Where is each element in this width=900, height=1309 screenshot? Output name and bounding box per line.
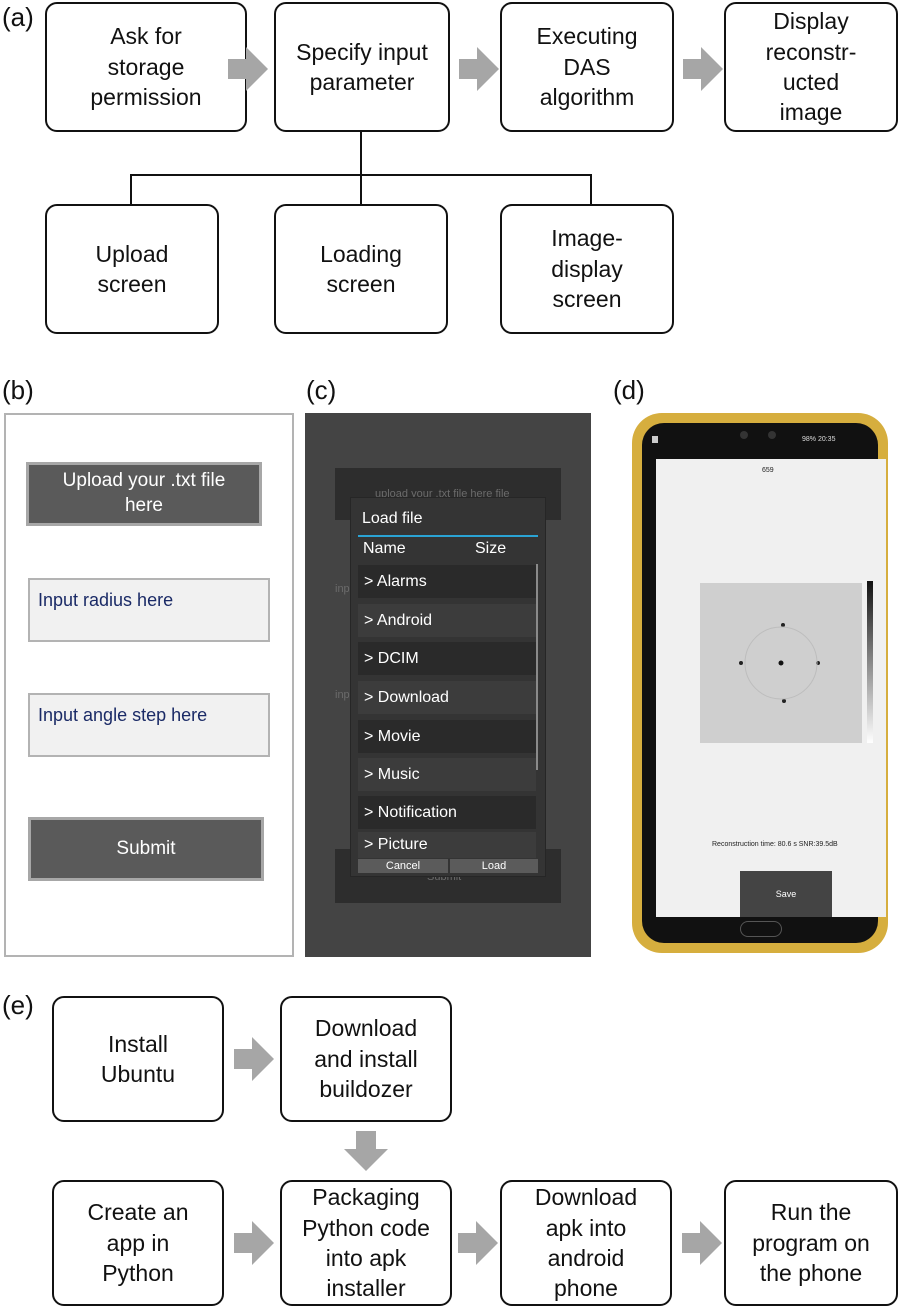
- flow-box-upload-screen: Upload screen: [45, 204, 219, 334]
- flow-box-text: Loading screen: [320, 240, 402, 297]
- panel-d-label: (d): [613, 375, 645, 405]
- phone-photo: 98% 20:35 659 Reconstruction time: 80.6 …: [632, 413, 888, 953]
- flow-box-download-apk: Download apk into android phone: [500, 1180, 672, 1306]
- flow-box-display-image: Display reconstr- ucted image: [724, 2, 898, 132]
- flow-box-text: Download and install buildozer: [314, 1015, 418, 1103]
- load-file-dialog: Load file Name Size > Alarms > Android >…: [350, 497, 546, 877]
- flow-box-image-display-screen: Image- display screen: [500, 204, 674, 334]
- folder-item-movie[interactable]: > Movie: [358, 720, 536, 753]
- home-button-icon: [740, 921, 782, 937]
- upload-file-button[interactable]: Upload your .txt file here: [26, 462, 262, 526]
- cancel-button[interactable]: Cancel: [358, 859, 448, 873]
- colorbar: [867, 581, 873, 743]
- save-button[interactable]: Save: [740, 871, 832, 917]
- flow-box-text: Upload screen: [95, 240, 169, 297]
- flow-box-loading-screen: Loading screen: [274, 204, 448, 334]
- background-input-text: inp: [335, 689, 350, 701]
- status-bar: 98% 20:35: [802, 436, 836, 443]
- angle-step-input[interactable]: Input angle step here: [28, 693, 270, 757]
- right-arrow-icon: [234, 1037, 274, 1081]
- right-arrow-icon: [682, 1221, 722, 1265]
- panel-c-label: (c): [306, 375, 337, 405]
- radius-input[interactable]: Input radius here: [28, 578, 270, 642]
- right-arrow-icon: [458, 1221, 498, 1265]
- flow-box-text: Download apk into android phone: [534, 1184, 638, 1302]
- flow-box-text: Image- display screen: [551, 225, 623, 313]
- submit-button[interactable]: Submit: [28, 817, 264, 881]
- image-title: 659: [762, 467, 774, 474]
- camera-icon: [740, 431, 748, 439]
- column-header-name: Name: [363, 540, 406, 557]
- flow-box-text: Run the program on the phone: [752, 1199, 870, 1287]
- right-arrow-icon: [228, 47, 268, 91]
- reconstruction-points: [739, 623, 820, 703]
- panel-b-label: (b): [2, 375, 34, 405]
- flow-box-install-buildozer: Download and install buildozer: [280, 996, 452, 1122]
- right-arrow-icon: [459, 47, 499, 91]
- flow-box-text: Create an app in Python: [87, 1199, 189, 1287]
- dialog-title: Load file: [362, 510, 423, 527]
- phone-screen: 659 Reconstruction time: 80.6 s SNR:39.5…: [656, 459, 886, 917]
- flow-box-executing-das: Executing DAS algorithm: [500, 2, 674, 132]
- connector-line: [130, 174, 132, 204]
- flow-box-create-app: Create an app in Python: [52, 1180, 224, 1306]
- folder-item-alarms[interactable]: > Alarms: [358, 565, 536, 598]
- flow-box-storage-permission: Ask for storage permission: [45, 2, 247, 132]
- reconstruction-info: Reconstruction time: 80.6 s SNR:39.5dB: [712, 841, 838, 848]
- folder-item-notification[interactable]: > Notification: [358, 796, 536, 829]
- flow-box-text: Install Ubuntu: [100, 1030, 176, 1087]
- folder-item-picture[interactable]: > Picture: [358, 832, 536, 858]
- flow-box-packaging: Packaging Python code into apk installer: [280, 1180, 452, 1306]
- right-arrow-icon: [683, 47, 723, 91]
- notification-icon: [652, 436, 658, 443]
- right-arrow-icon: [234, 1221, 274, 1265]
- connector-line: [360, 132, 362, 176]
- flow-box-text: Display reconstr- ucted image: [765, 8, 857, 126]
- camera-icon: [768, 431, 776, 439]
- reconstructed-image: [700, 583, 862, 743]
- connector-line: [360, 174, 362, 204]
- panel-a-label: (a): [2, 2, 34, 32]
- flow-box-run-program: Run the program on the phone: [724, 1180, 898, 1306]
- flow-box-text: Executing DAS algorithm: [536, 23, 638, 111]
- folder-item-download[interactable]: > Download: [358, 681, 536, 714]
- column-header-size: Size: [475, 540, 507, 557]
- flow-box-specify-input: Specify input parameter: [274, 2, 450, 132]
- panel-e-label: (e): [2, 990, 34, 1020]
- phone-bezel: 98% 20:35 659 Reconstruction time: 80.6 …: [642, 423, 886, 943]
- dialog-title-divider: [358, 535, 538, 537]
- flow-box-install-ubuntu: Install Ubuntu: [52, 996, 224, 1122]
- folder-item-dcim[interactable]: > DCIM: [358, 642, 536, 675]
- load-button[interactable]: Load: [450, 859, 538, 873]
- down-arrow-icon: [344, 1131, 388, 1171]
- connector-line: [590, 174, 592, 204]
- flow-box-text: Ask for storage permission: [90, 23, 202, 111]
- loading-screen-mockup: upload your .txt file here file inp inp …: [305, 413, 591, 957]
- upload-screen-mockup: Upload your .txt file here Input radius …: [4, 413, 294, 957]
- background-input-text: inp: [335, 583, 350, 595]
- flow-box-text: Packaging Python code into apk installer: [302, 1184, 430, 1302]
- flow-box-text: Specify input parameter: [296, 38, 428, 95]
- dialog-scrollbar[interactable]: [536, 564, 538, 770]
- folder-item-android[interactable]: > Android: [358, 604, 536, 637]
- folder-item-music[interactable]: > Music: [358, 758, 536, 791]
